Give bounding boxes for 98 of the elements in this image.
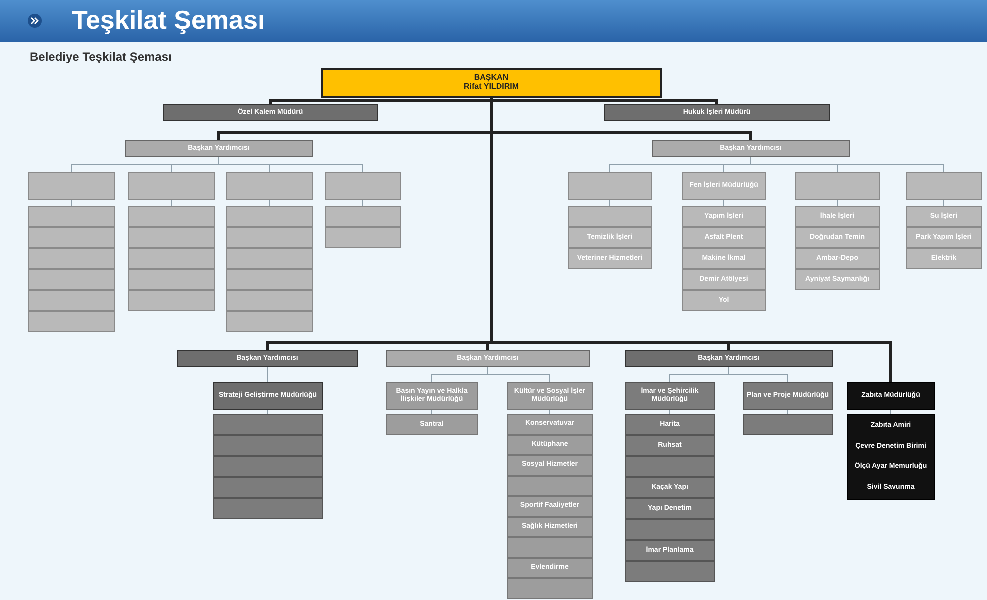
node-label: BAŞKAN [474,74,509,83]
org-box [682,248,766,269]
org-box [507,516,593,537]
empty-box [507,537,593,558]
connector-line [490,98,718,104]
node-label: Rifat YILDIRIM [464,83,519,92]
empty-box [906,172,982,200]
empty-box [226,269,313,290]
connector-line [218,156,364,172]
empty-box [325,172,401,200]
org-box [795,248,880,269]
org-box [625,414,715,435]
connector-line [71,200,72,206]
org-box [125,140,313,157]
org-box [847,382,935,410]
org-box [795,269,880,290]
empty-box [128,248,215,269]
org-box [625,382,715,410]
org-box [625,350,833,367]
empty-box [568,172,652,200]
org-box [795,227,880,248]
org-box [625,498,715,519]
org-box [682,269,766,290]
org-box [507,414,593,434]
connector-line [269,200,270,206]
org-box [625,435,715,456]
empty-box [28,269,115,290]
org-box [682,227,766,248]
empty-box [325,206,401,227]
empty-box [507,476,593,496]
org-box [507,382,593,410]
org-box [906,206,982,227]
org-box [507,455,593,476]
empty-box [226,172,313,200]
empty-box [325,227,401,248]
connector-line [837,200,838,206]
org-box [682,206,766,227]
empty-box [28,206,115,227]
empty-box [507,578,593,598]
connector-line [728,366,788,382]
connector-line [269,98,493,104]
org-box [682,290,766,311]
org-box [177,350,358,367]
connector-line [890,410,892,414]
empty-box [568,206,652,227]
org-box [652,140,850,157]
empty-box [213,477,323,498]
empty-box [128,290,215,311]
empty-box [128,206,215,227]
empty-box [28,227,115,248]
empty-box [625,456,715,477]
org-box [163,104,378,121]
org-box [568,248,652,269]
org-box [386,350,590,367]
connector-line [171,200,172,206]
chart-heading: Belediye Teşkilat Şeması [30,50,172,64]
org-box [386,382,478,410]
org-box [682,172,766,200]
org-box [321,68,662,98]
org-box [795,206,880,227]
org-box [507,434,593,455]
empty-box [128,227,215,248]
org-box [625,540,715,561]
org-box [568,227,652,248]
empty-box [226,206,313,227]
org-box [847,414,935,500]
empty-box [128,172,215,200]
empty-box [28,290,115,311]
page-title: Teşkilat Şeması [72,5,266,36]
empty-box [128,269,215,290]
org-box [906,227,982,248]
empty-box [213,435,323,456]
org-box [507,496,593,516]
empty-box [28,311,115,332]
empty-box [226,290,313,311]
org-box [743,382,833,410]
empty-box [28,248,115,269]
connector-line [362,200,364,206]
org-box [507,558,593,578]
empty-box [226,227,313,248]
empty-box [213,414,323,435]
org-box [213,382,323,410]
empty-box [743,414,833,435]
empty-box [28,172,115,200]
connector-line [750,156,944,172]
connector-line [267,366,268,382]
empty-box [625,519,715,540]
empty-box [226,248,313,269]
empty-box [213,456,323,477]
connector-line [488,366,550,382]
empty-box [795,172,880,200]
org-box [604,104,830,121]
empty-box [625,561,715,582]
org-box [625,477,715,498]
empty-box [213,498,323,519]
org-box [906,248,982,269]
empty-box [226,311,313,332]
org-box [386,414,478,435]
